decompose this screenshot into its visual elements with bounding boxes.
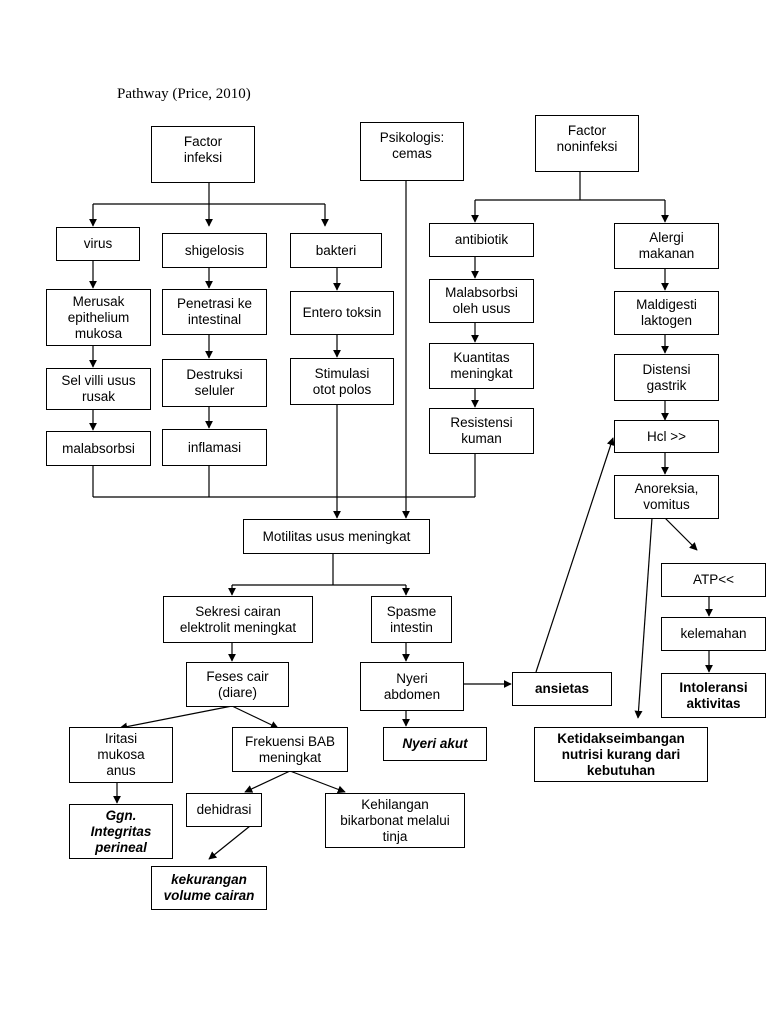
node-maldigesti: Maldigesti laktogen	[614, 291, 719, 335]
arrow	[208, 825, 251, 860]
diagram-title: Pathway (Price, 2010)	[117, 86, 251, 102]
node-motilitas: Motilitas usus meningkat	[243, 519, 430, 554]
node-inflamasi: inflamasi	[162, 429, 267, 466]
node-psikologis: Psikologis: cemas	[360, 122, 464, 181]
node-entero-toksin: Entero toksin	[290, 291, 394, 335]
node-kekurangan-volume: kekurangan volume cairan	[151, 866, 267, 910]
node-shigelosis: shigelosis	[162, 233, 267, 268]
arrow	[119, 705, 233, 731]
node-virus: virus	[56, 227, 140, 261]
node-factor-noninfeksi: Factor noninfeksi	[535, 115, 639, 172]
node-sekresi: Sekresi cairan elektrolit meningkat	[163, 596, 313, 643]
node-nyeri-abdomen: Nyeri abdomen	[360, 662, 464, 711]
node-atp: ATP<<	[661, 563, 766, 597]
node-anoreksia: Anoreksia, vomitus	[614, 475, 719, 519]
node-malabsorbsi-usus: Malabsorbsi oleh usus	[429, 279, 534, 323]
node-alergi-makanan: Alergi makanan	[614, 223, 719, 269]
node-frekuensi-bab: Frekuensi BAB meningkat	[232, 727, 348, 772]
node-antibiotik: antibiotik	[429, 223, 534, 257]
node-spasme: Spasme intestin	[371, 596, 452, 643]
node-feses-cair: Feses cair (diare)	[186, 662, 289, 707]
node-stimulasi: Stimulasi otot polos	[290, 358, 394, 405]
node-intoleransi-aktivitas: Intoleransi aktivitas	[661, 673, 766, 718]
arrow	[244, 770, 291, 793]
node-factor-infeksi: Factor infeksi	[151, 126, 255, 183]
node-destruksi: Destruksi seluler	[162, 359, 267, 407]
arrow	[664, 517, 698, 551]
node-hcl: Hcl >>	[614, 420, 719, 453]
node-kuantitas: Kuantitas meningkat	[429, 343, 534, 389]
node-merusak-epithelium: Merusak epithelium mukosa	[46, 289, 151, 346]
arrow	[289, 770, 346, 794]
node-ggn-integritas: Ggn. Integritas perineal	[69, 804, 173, 859]
node-iritasi: Iritasi mukosa anus	[69, 727, 173, 783]
node-penetrasi: Penetrasi ke intestinal	[162, 289, 267, 335]
node-dehidrasi: dehidrasi	[186, 793, 262, 827]
node-resistensi: Resistensi kuman	[429, 408, 534, 454]
node-ketidakseimbangan-nutrisi: Ketidakseimbangan nutrisi kurang dari ke…	[534, 727, 708, 782]
arrow	[535, 437, 615, 673]
arrow	[634, 517, 653, 719]
node-kelemahan: kelemahan	[661, 617, 766, 651]
arrow	[231, 705, 279, 729]
node-bakteri: bakteri	[290, 233, 382, 268]
node-malabsorbsi: malabsorbsi	[46, 431, 151, 466]
node-ansietas: ansietas	[512, 672, 612, 706]
node-nyeri-akut: Nyeri akut	[383, 727, 487, 761]
node-sel-villi: Sel villi usus rusak	[46, 368, 151, 410]
node-kehilangan-bikarbonat: Kehilangan bikarbonat melalui tinja	[325, 793, 465, 848]
node-distensi: Distensi gastrik	[614, 354, 719, 401]
